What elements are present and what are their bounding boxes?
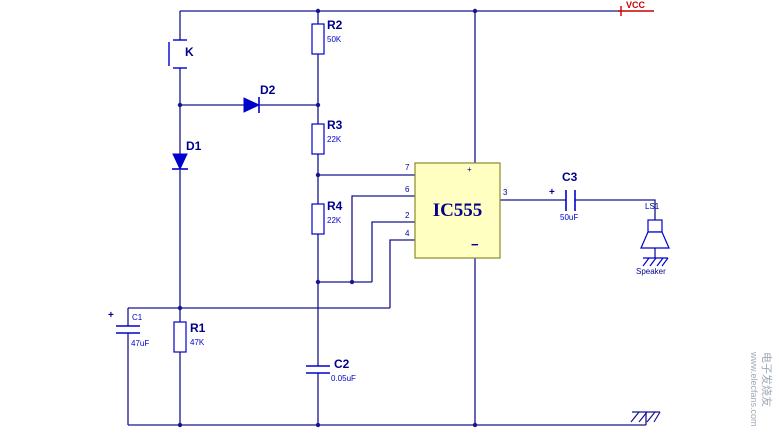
resistor-r3 [311,123,325,155]
resistors [173,23,325,353]
switch-k [168,39,187,69]
ground-speaker-icon [642,257,669,267]
resistor-r2-label: R2 [327,18,343,32]
resistor-r1 [173,321,187,353]
watermark: 电子发烧友 www.elecfans.com [749,352,772,427]
capacitor-c1 [116,325,140,334]
junction-dots [177,8,478,428]
ic555-body [414,162,501,259]
wires [127,10,656,426]
capacitor-c2-label: C2 [334,357,350,371]
speaker-text-label: Speaker [636,267,666,276]
ic555-name: IC555 [432,199,483,221]
resistor-r1-label: R1 [190,321,206,335]
capacitor-c3-polarity: + [549,187,555,198]
diode-d2-label: D2 [260,83,276,97]
watermark-brand: 电子发烧友 [760,352,772,407]
diode-d2 [243,97,261,113]
ic-pin2-label: 2 [405,211,410,220]
capacitor-c3-label: C3 [562,170,578,184]
speaker-ls1-label: LS1 [645,202,660,211]
resistor-r3-label: R3 [327,118,343,132]
resistor-r2-value: 50K [327,35,342,44]
capacitor-c3-value: 50uF [560,213,579,222]
vcc-label: VCC [626,0,646,10]
capacitor-c2-value: 0.05uF [331,374,356,383]
ic-minus-label: − [471,237,479,252]
ic-pin6-label: 6 [405,185,410,194]
vcc-rail [618,6,654,16]
ic-pin3-label: 3 [503,188,508,197]
resistor-r4-label: R4 [327,199,343,213]
resistor-r3-value: 22K [327,135,342,144]
ic-pin7-label: 7 [405,163,410,172]
ic-pin4-label: 4 [405,229,410,238]
capacitor-c3 [565,190,576,211]
watermark-site: www.elecfans.com [749,352,760,427]
resistor-r4-value: 22K [327,216,342,225]
resistor-r1-value: 47K [190,338,205,347]
diode-d1-label: D1 [186,139,202,153]
capacitor-c1-label: C1 [132,313,143,322]
resistor-r2 [311,23,325,55]
capacitor-c1-polarity: + [108,310,114,321]
switch-k-label: K [185,45,194,59]
capacitor-c2 [306,365,330,374]
speaker-ls1 [640,219,670,249]
capacitor-c1-value: 47uF [131,339,150,348]
resistor-r4 [311,203,325,235]
ground-rail-icon [630,411,661,423]
diode-d1 [172,153,188,171]
ic-plus-label: + [467,165,472,174]
